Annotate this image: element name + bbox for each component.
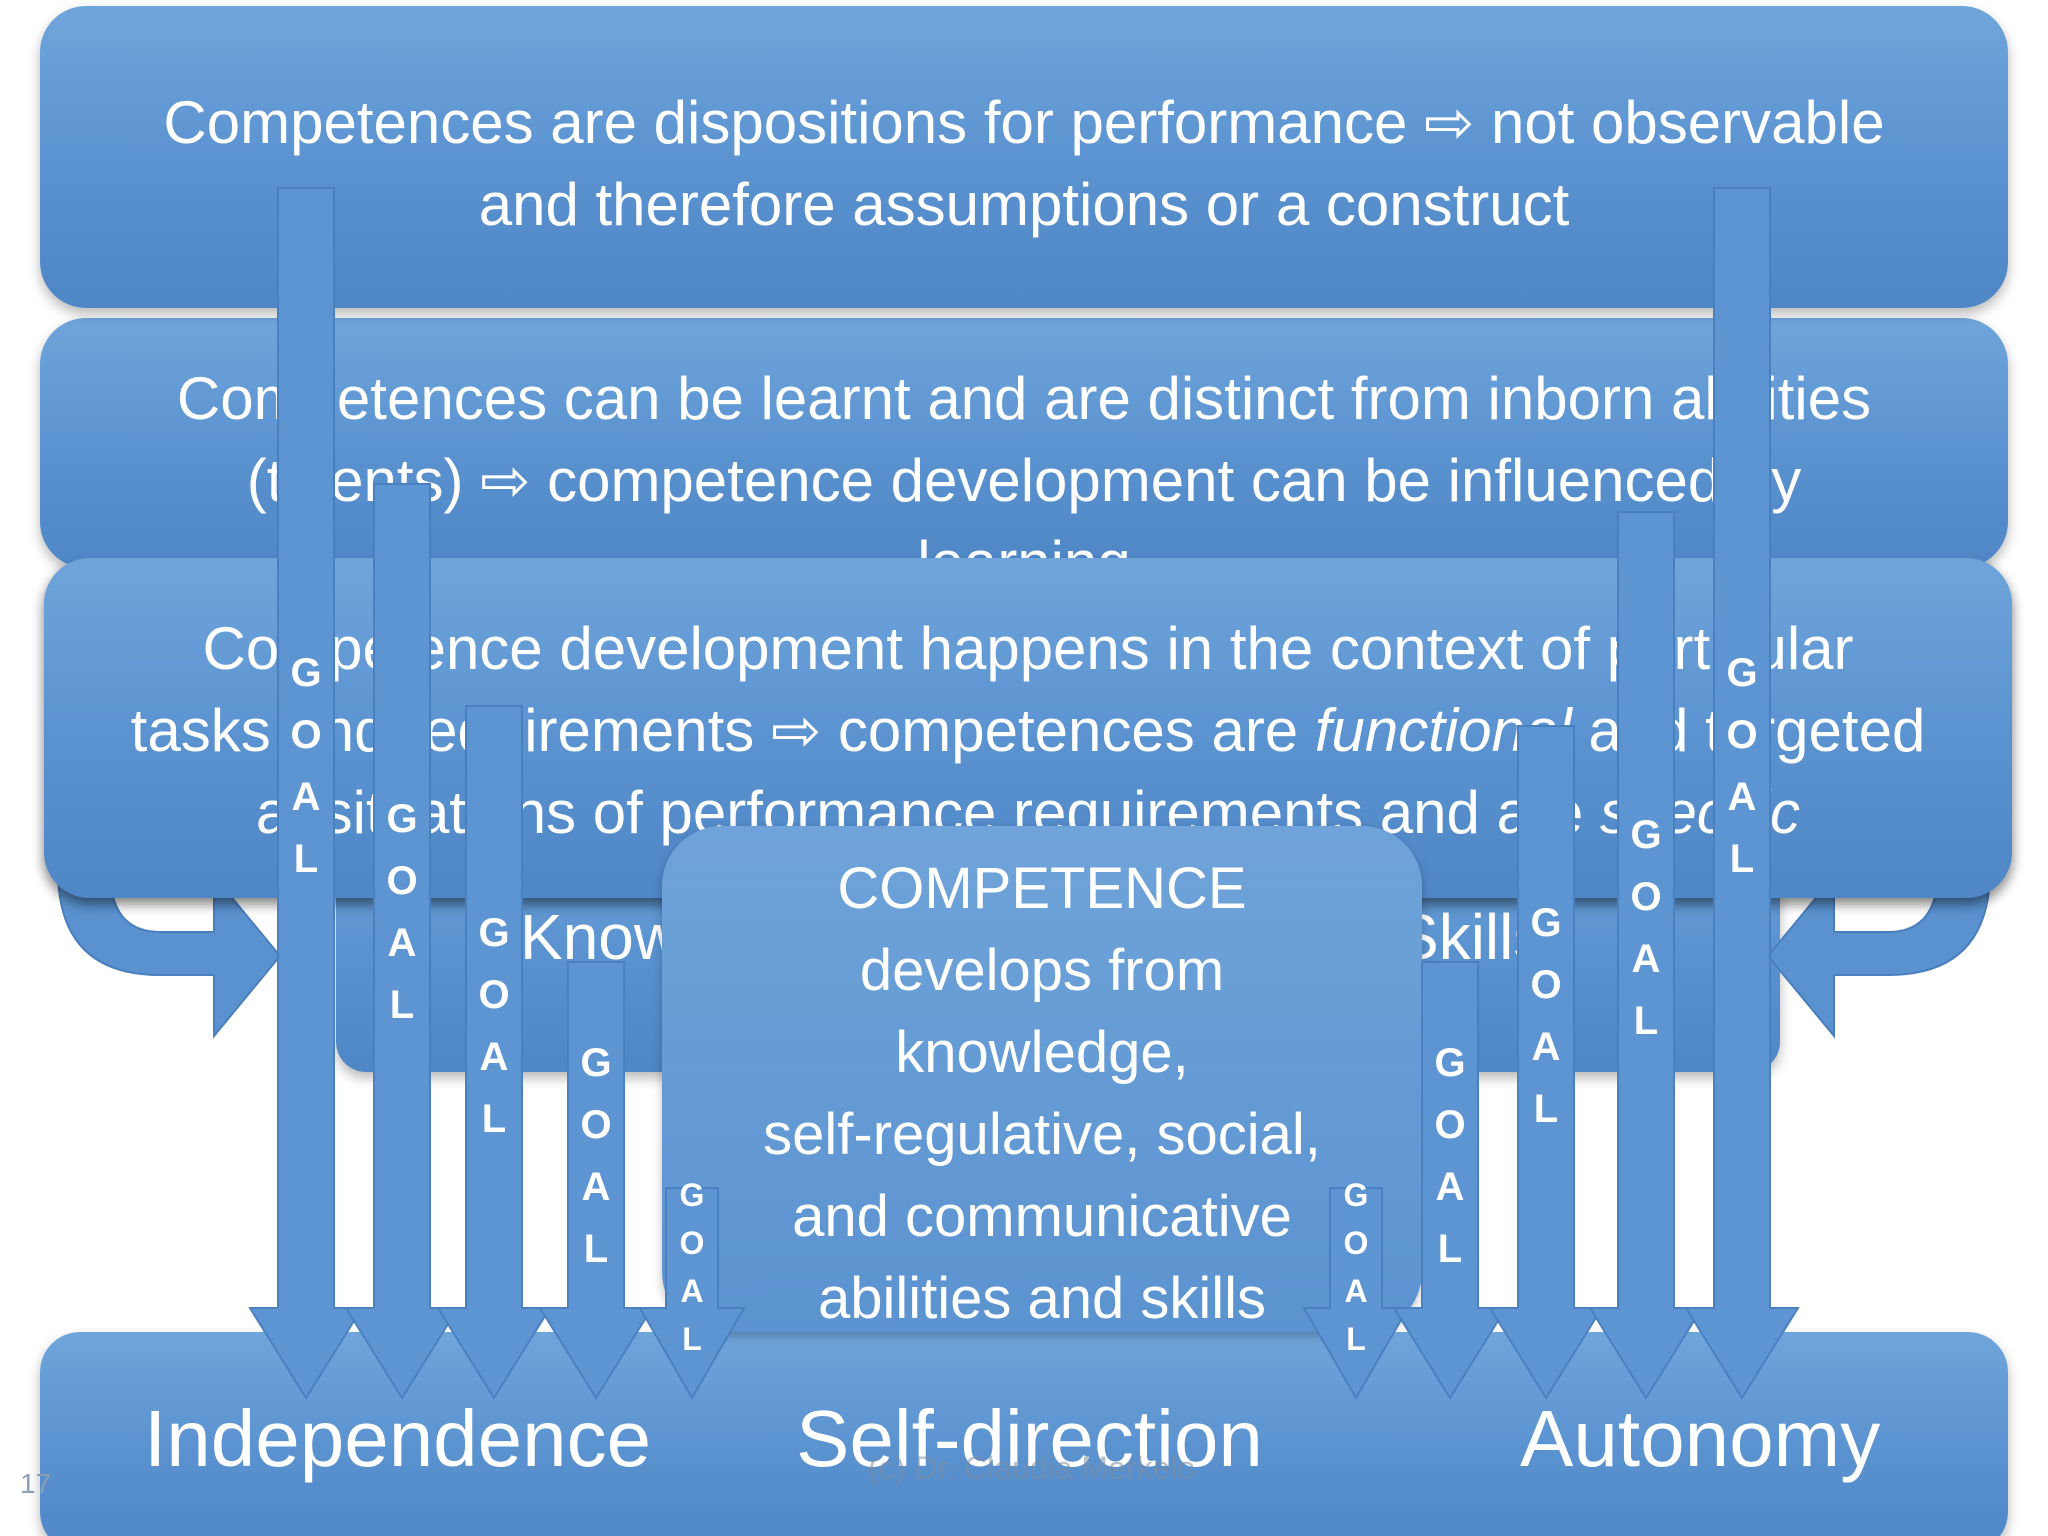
goal-arrow-7: [1392, 961, 1508, 1400]
competence-line-3: self-regulative, social,: [763, 1102, 1321, 1167]
independence-label: Independence: [144, 1394, 652, 1483]
goal-arrow-6: [1302, 1187, 1410, 1400]
learning-line-2: (talents) ⇨ competence development can b…: [246, 447, 1802, 514]
dispositions-line-2: and therefore assumptions or a construct: [478, 171, 1570, 238]
goal-arrow-10: [1684, 187, 1800, 1400]
goal-arrow-1-letter: O: [290, 713, 321, 757]
goal-arrow-8-letter: G: [1530, 901, 1561, 945]
goal-arrow-2-letter: A: [388, 921, 417, 965]
goal-arrow-4-letter: G: [580, 1041, 611, 1085]
competence-line-2: knowledge,: [895, 1020, 1189, 1085]
competence-title: COMPETENCE: [837, 856, 1247, 921]
goal-arrow-1-letter: L: [294, 837, 318, 881]
goal-arrow-1: [248, 187, 364, 1400]
goal-arrow-7-letter: A: [1436, 1165, 1465, 1209]
goal-arrow-2: [344, 483, 460, 1400]
goal-arrow-5: [638, 1187, 746, 1400]
learning-line-1: Competences can be learnt and are distin…: [176, 365, 1872, 432]
goal-arrow-4-letter: O: [580, 1103, 611, 1147]
goal-arrow-9: [1588, 511, 1704, 1400]
right-curved-arrow: [1766, 869, 1992, 1039]
goal-arrow-5-letter: G: [680, 1177, 705, 1213]
goal-arrow-10-letter: A: [1728, 775, 1757, 819]
competence-line-5: abilities and skills: [817, 1266, 1267, 1331]
learning-line-3: learning: [40, 522, 2008, 562]
goal-arrow-2-letter: O: [386, 859, 417, 903]
goal-arrow-8-letter: A: [1532, 1025, 1561, 1069]
goal-arrow-6-letter: A: [1344, 1273, 1367, 1309]
goal-arrow-3: [436, 705, 552, 1400]
slide-number: 17: [20, 1468, 52, 1499]
competence-box: COMPETENCE develops from knowledge, self…: [662, 826, 1422, 1332]
copyright-footer: (c) Dr. Claudia Merkelo: [868, 1450, 1196, 1486]
goal-arrow-5-letter: A: [680, 1273, 703, 1309]
goal-arrow-9-letter: A: [1632, 937, 1661, 981]
bottom-band: [40, 1332, 2008, 1536]
goal-arrow-8-letter: O: [1530, 963, 1561, 1007]
goal-arrow-8-letter: L: [1534, 1087, 1558, 1131]
context-line-1-overlay: Competence development happens in the co…: [202, 615, 1854, 682]
goal-arrow-2-letter: L: [390, 983, 414, 1027]
goal-arrow-5-letter: L: [682, 1321, 702, 1357]
self-direction-label: Self-direction: [796, 1394, 1263, 1483]
learning-panel: Competences can be learnt and are distin…: [40, 318, 2008, 568]
goal-arrow-7-letter: L: [1438, 1227, 1462, 1271]
goal-arrow-1-letter: G: [290, 651, 321, 695]
goal-arrow-8: [1488, 725, 1604, 1400]
competence-line-4: and communicative: [792, 1184, 1292, 1249]
goal-arrow-9-letter: O: [1630, 875, 1661, 919]
goal-arrow-10-letter: L: [1730, 837, 1754, 881]
goal-arrow-9-letter: G: [1630, 813, 1661, 857]
goal-arrow-6-letter: L: [1346, 1321, 1366, 1357]
goal-arrow-4-letter: L: [584, 1227, 608, 1271]
autonomy-label: Autonomy: [1520, 1394, 1881, 1483]
goal-arrow-7-letter: O: [1434, 1103, 1465, 1147]
goal-arrow-2-letter: G: [386, 797, 417, 841]
goal-arrow-3-letter: G: [478, 911, 509, 955]
goal-arrow-1-letter: A: [292, 775, 321, 819]
left-curved-arrow: [56, 869, 282, 1039]
goal-arrow-5-letter: O: [680, 1225, 705, 1261]
dispositions-panel: Competences are dispositions for perform…: [40, 6, 2008, 308]
goal-arrow-10-letter: O: [1726, 713, 1757, 757]
goal-arrow-3-letter: A: [480, 1035, 509, 1079]
goal-arrow-6-letter: G: [1344, 1177, 1369, 1213]
goal-arrow-4-letter: A: [582, 1165, 611, 1209]
competence-line-1: develops from: [859, 938, 1225, 1003]
dispositions-line-1: Competences are dispositions for perform…: [163, 89, 1885, 156]
goal-arrow-10-letter: G: [1726, 651, 1757, 695]
goal-arrow-6-letter: O: [1344, 1225, 1369, 1261]
goal-arrow-4: [538, 961, 654, 1400]
goal-arrow-7-letter: G: [1434, 1041, 1465, 1085]
goal-arrow-3-letter: O: [478, 973, 509, 1017]
goal-arrow-3-letter: L: [482, 1097, 506, 1141]
goal-arrow-9-letter: L: [1634, 999, 1658, 1043]
